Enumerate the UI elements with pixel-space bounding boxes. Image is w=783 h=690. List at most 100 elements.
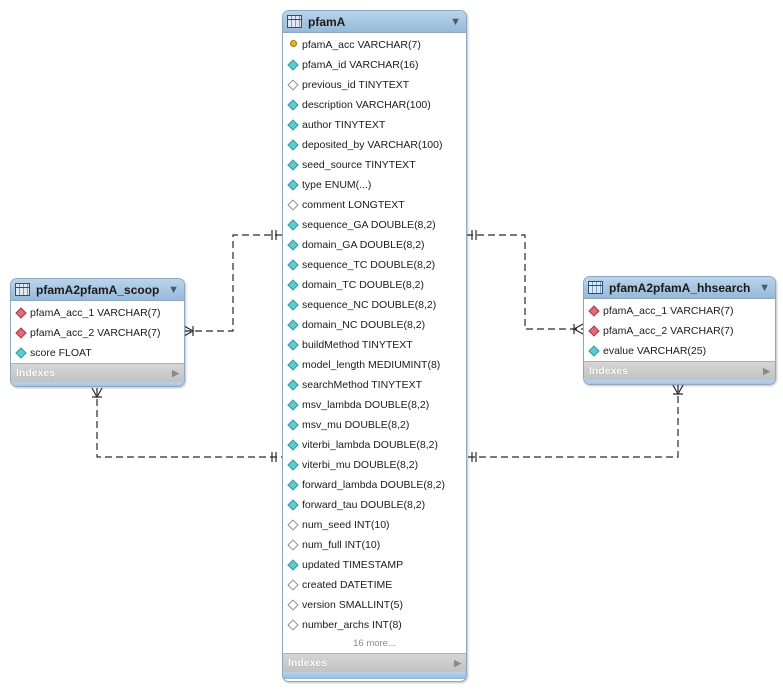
indexes-label: Indexes <box>288 657 328 669</box>
primary-key-icon <box>288 39 298 50</box>
column-row[interactable]: seed_source TINYTEXT <box>283 155 466 175</box>
nullable-column-icon <box>287 599 299 611</box>
column-row[interactable]: pfamA_acc_1 VARCHAR(7) <box>11 303 184 323</box>
indexes-section[interactable]: Indexes ▶ <box>11 363 184 382</box>
column-icon <box>287 179 299 191</box>
column-row[interactable]: msv_mu DOUBLE(8,2) <box>283 415 466 435</box>
foreign-key-icon <box>15 327 27 339</box>
column-row[interactable]: viterbi_mu DOUBLE(8,2) <box>283 455 466 475</box>
column-label: forward_tau DOUBLE(8,2) <box>302 499 426 511</box>
column-row[interactable]: pfamA_acc_1 VARCHAR(7) <box>584 301 775 321</box>
column-label: pfamA_id VARCHAR(16) <box>302 59 419 71</box>
column-icon <box>287 139 299 151</box>
table-header[interactable]: pfamA ▼ <box>283 11 466 33</box>
column-icon <box>287 419 299 431</box>
column-icon <box>287 59 299 71</box>
more-columns-label[interactable]: 16 more... <box>353 638 396 649</box>
column-row[interactable]: previous_id TINYTEXT <box>283 75 466 95</box>
expand-arrow-icon[interactable]: ▶ <box>454 657 461 668</box>
column-label: sequence_GA DOUBLE(8,2) <box>302 219 436 231</box>
column-row[interactable]: sequence_TC DOUBLE(8,2) <box>283 255 466 275</box>
column-row[interactable]: domain_NC DOUBLE(8,2) <box>283 315 466 335</box>
column-row[interactable]: comment LONGTEXT <box>283 195 466 215</box>
column-label: domain_GA DOUBLE(8,2) <box>302 239 425 251</box>
column-row[interactable]: num_full INT(10) <box>283 535 466 555</box>
column-icon <box>287 319 299 331</box>
column-label: type ENUM(...) <box>302 179 372 191</box>
column-row[interactable]: sequence_GA DOUBLE(8,2) <box>283 215 466 235</box>
column-row[interactable]: sequence_NC DOUBLE(8,2) <box>283 295 466 315</box>
collapse-arrow-icon[interactable]: ▼ <box>450 15 461 28</box>
column-icon <box>287 99 299 111</box>
column-row[interactable]: evalue VARCHAR(25) <box>584 341 775 361</box>
column-label: previous_id TINYTEXT <box>302 79 410 91</box>
column-label: sequence_NC DOUBLE(8,2) <box>302 299 437 311</box>
column-label: version SMALLINT(5) <box>302 599 403 611</box>
column-label: seed_source TINYTEXT <box>302 159 416 171</box>
column-label: pfamA_acc_1 VARCHAR(7) <box>30 307 161 319</box>
column-label: num_full INT(10) <box>302 539 381 551</box>
column-row[interactable]: deposited_by VARCHAR(100) <box>283 135 466 155</box>
column-label: forward_lambda DOUBLE(8,2) <box>302 479 445 491</box>
column-icon <box>287 399 299 411</box>
indexes-section[interactable]: Indexes ▶ <box>283 653 466 672</box>
nullable-column-icon <box>287 519 299 531</box>
column-row[interactable]: number_archs INT(8) <box>283 615 466 635</box>
column-row[interactable]: msv_lambda DOUBLE(8,2) <box>283 395 466 415</box>
column-label: pfamA_acc_2 VARCHAR(7) <box>30 327 161 339</box>
column-row[interactable]: version SMALLINT(5) <box>283 595 466 615</box>
column-icon <box>287 439 299 451</box>
table-title: pfamA2pfamA_hhsearch <box>609 280 751 295</box>
expand-arrow-icon[interactable]: ▶ <box>763 365 770 376</box>
column-row[interactable]: forward_lambda DOUBLE(8,2) <box>283 475 466 495</box>
column-row[interactable]: score FLOAT <box>11 343 184 363</box>
column-icon <box>287 499 299 511</box>
column-icon <box>287 379 299 391</box>
column-row[interactable]: domain_TC DOUBLE(8,2) <box>283 275 466 295</box>
column-icon <box>287 339 299 351</box>
indexes-label: Indexes <box>589 365 629 377</box>
column-label: msv_mu DOUBLE(8,2) <box>302 419 410 431</box>
column-label: created DATETIME <box>302 579 393 591</box>
column-list: pfamA_acc_1 VARCHAR(7) pfamA_acc_2 VARCHA… <box>11 301 184 363</box>
column-icon <box>15 347 27 359</box>
column-row[interactable]: created DATETIME <box>283 575 466 595</box>
column-list: pfamA_acc_1 VARCHAR(7)pfamA_acc_2 VARCHA… <box>584 299 775 361</box>
column-list: pfamA_acc VARCHAR(7) pfamA_id VARCHAR(16)… <box>283 33 466 635</box>
column-row[interactable]: pfamA_id VARCHAR(16) <box>283 55 466 75</box>
column-label: pfamA_acc VARCHAR(7) <box>302 39 421 51</box>
column-label: comment LONGTEXT <box>302 199 405 211</box>
column-row[interactable]: buildMethod TINYTEXT <box>283 335 466 355</box>
table-header[interactable]: pfamA2pfamA_hhsearch ▼ <box>584 277 775 299</box>
column-row[interactable]: num_seed INT(10) <box>283 515 466 535</box>
column-row[interactable]: forward_tau DOUBLE(8,2) <box>283 495 466 515</box>
table-pfamA2pfamA-hhsearch[interactable]: pfamA2pfamA_hhsearch ▼ pfamA_acc_1 VARCH… <box>583 276 776 385</box>
column-row[interactable]: domain_GA DOUBLE(8,2) <box>283 235 466 255</box>
column-label: domain_TC DOUBLE(8,2) <box>302 279 424 291</box>
column-label: evalue VARCHAR(25) <box>603 345 707 357</box>
column-row[interactable]: type ENUM(...) <box>283 175 466 195</box>
column-row[interactable]: description VARCHAR(100) <box>283 95 466 115</box>
column-row[interactable]: updated TIMESTAMP <box>283 555 466 575</box>
collapse-arrow-icon[interactable]: ▼ <box>759 281 770 294</box>
column-row[interactable]: author TINYTEXT <box>283 115 466 135</box>
table-pfamA2pfamA-scoop[interactable]: pfamA2pfamA_scoop ▼ pfamA_acc_1 VARCHAR(… <box>10 278 185 387</box>
column-icon <box>287 479 299 491</box>
column-icon <box>287 239 299 251</box>
column-row[interactable]: model_length MEDIUMINT(8) <box>283 355 466 375</box>
foreign-key-icon <box>588 325 600 337</box>
table-header[interactable]: pfamA2pfamA_scoop ▼ <box>11 279 184 301</box>
column-label: buildMethod TINYTEXT <box>302 339 413 351</box>
expand-arrow-icon[interactable]: ▶ <box>172 367 179 378</box>
column-label: score FLOAT <box>30 347 92 359</box>
nullable-column-icon <box>287 79 299 91</box>
collapse-arrow-icon[interactable]: ▼ <box>168 283 179 296</box>
table-pfamA[interactable]: pfamA ▼ pfamA_acc VARCHAR(7) pfamA_id VAR… <box>282 10 467 682</box>
column-row[interactable]: searchMethod TINYTEXT <box>283 375 466 395</box>
column-row[interactable]: viterbi_lambda DOUBLE(8,2) <box>283 435 466 455</box>
column-row[interactable]: pfamA_acc_2 VARCHAR(7) <box>11 323 184 343</box>
column-row[interactable]: pfamA_acc VARCHAR(7) <box>283 35 466 55</box>
column-row[interactable]: pfamA_acc_2 VARCHAR(7) <box>584 321 775 341</box>
indexes-section[interactable]: Indexes ▶ <box>584 361 775 380</box>
